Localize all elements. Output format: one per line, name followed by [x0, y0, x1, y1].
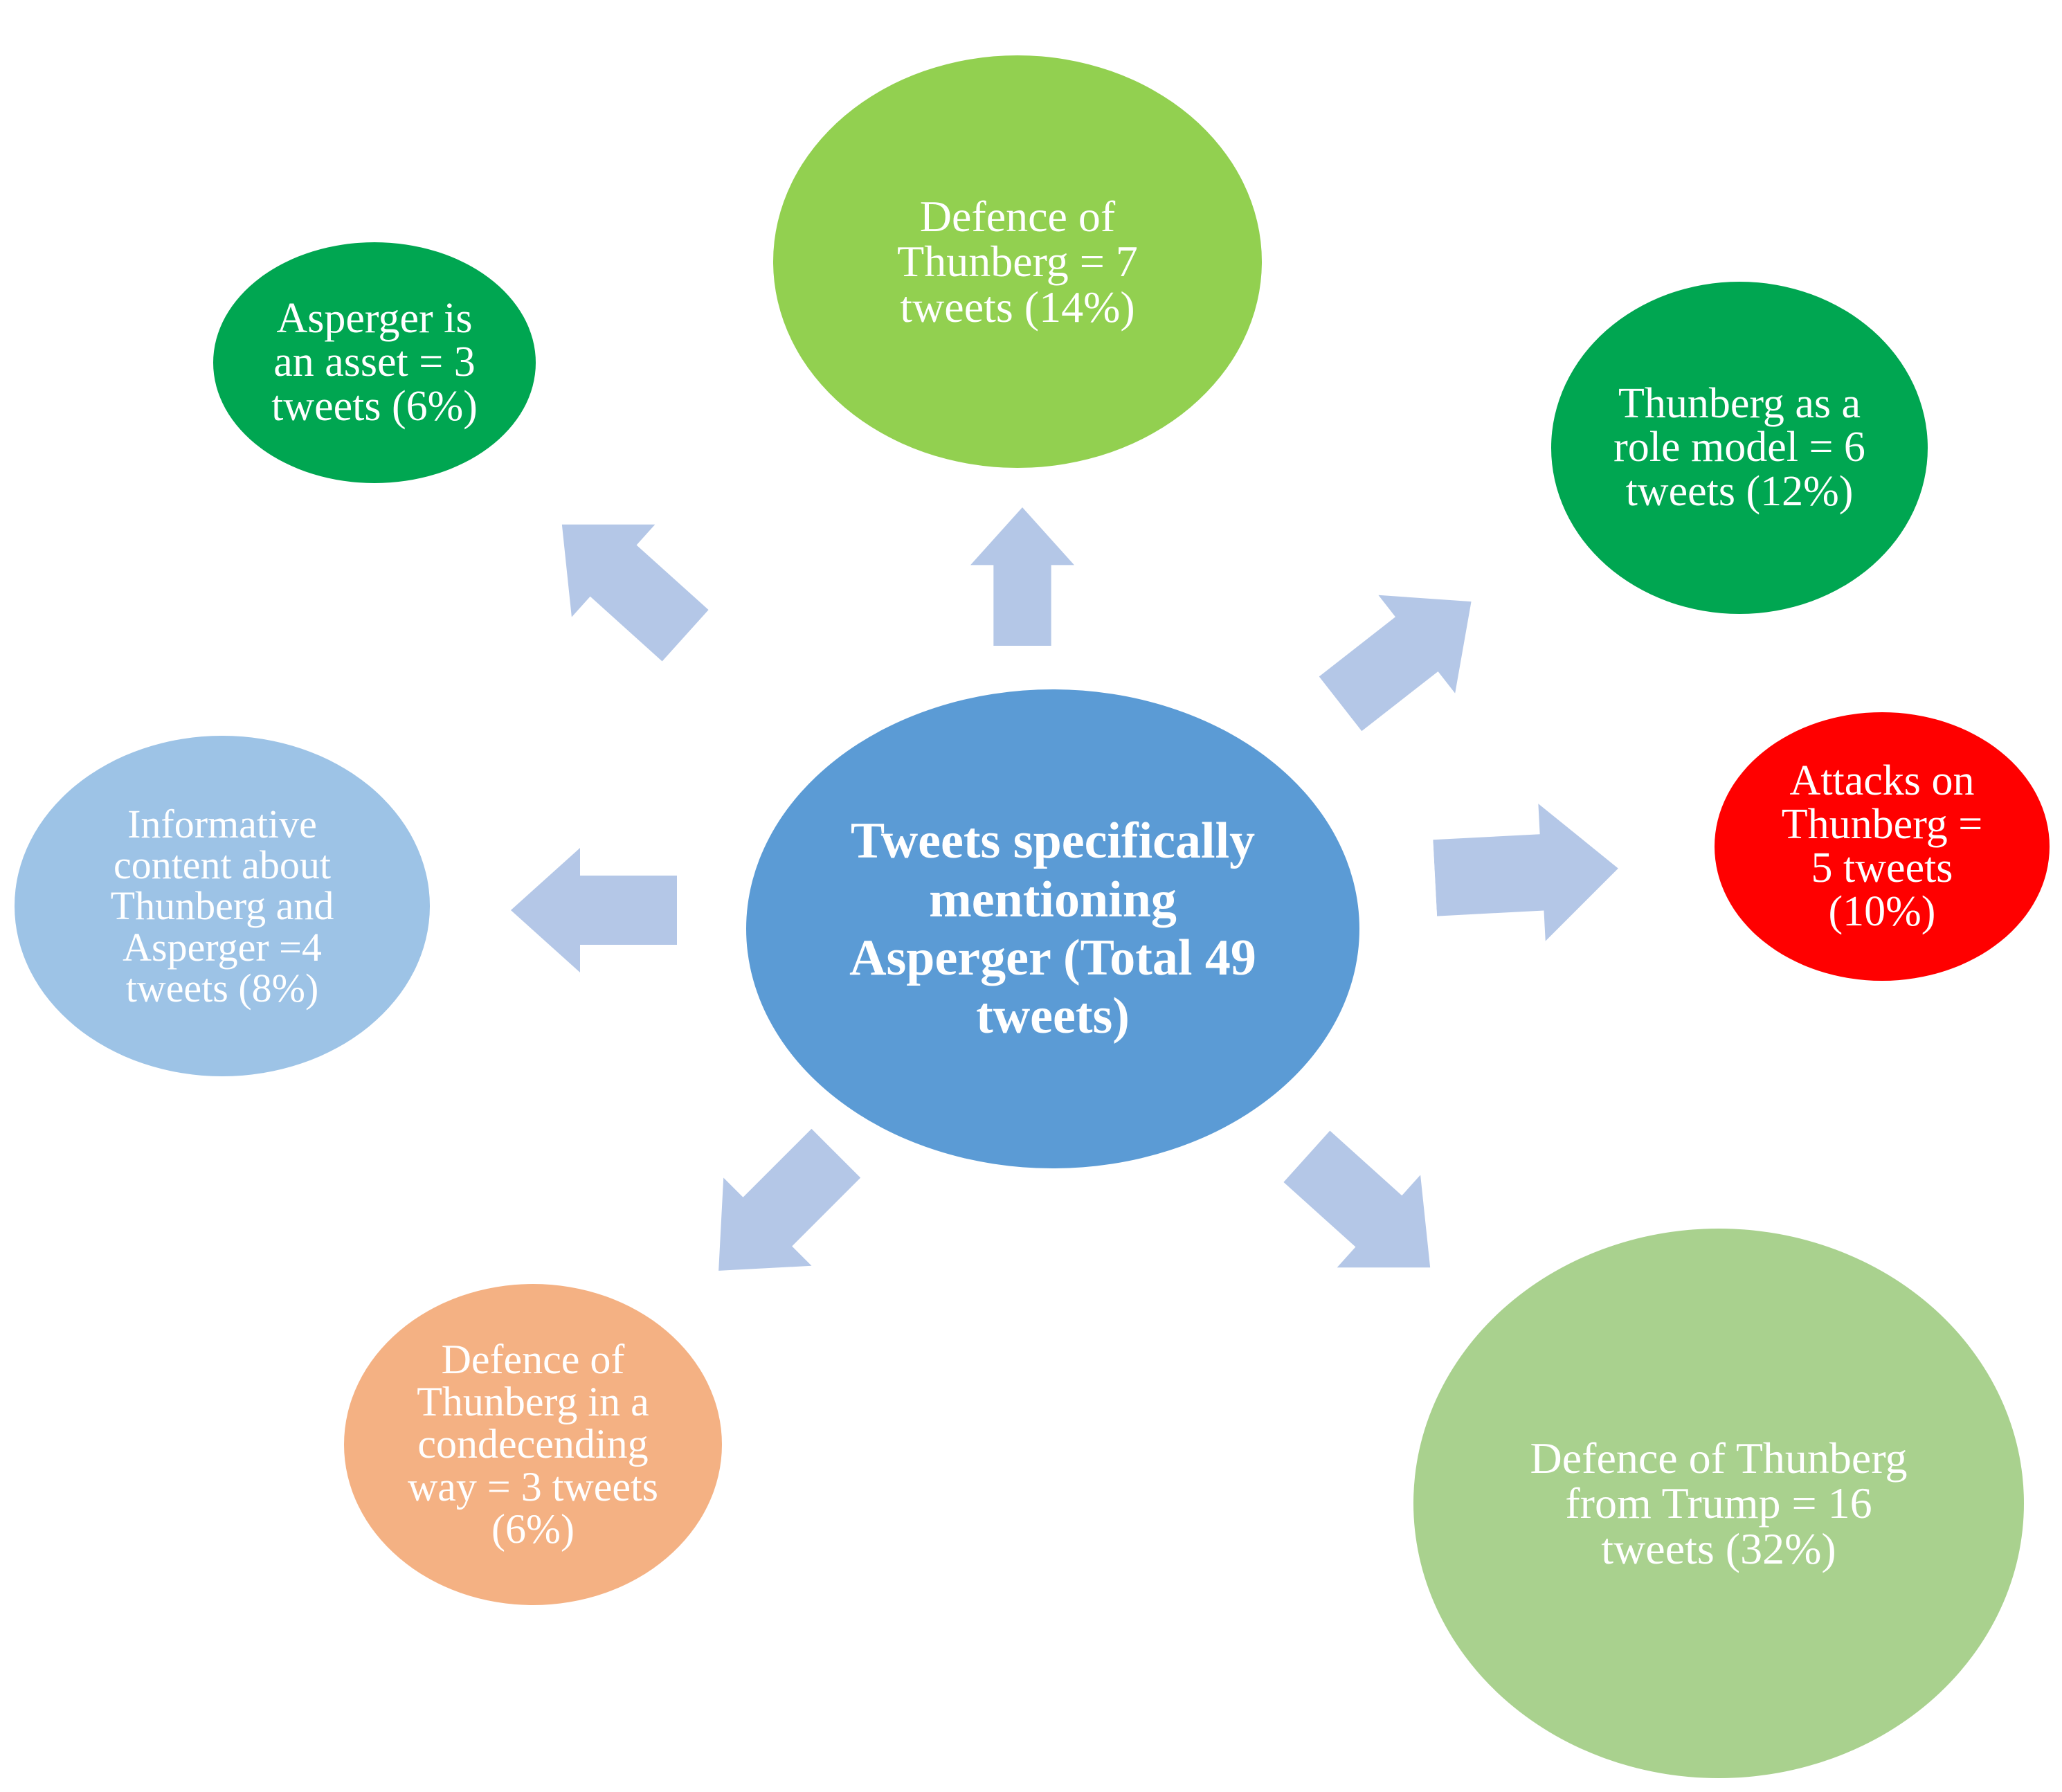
arrow-to-role-model	[1319, 595, 1472, 732]
bubble-asperger-asset: Asperger is an asset = 3 tweets (6%)	[213, 242, 536, 483]
arrow-to-trump	[1283, 1130, 1431, 1268]
arrow-to-defence	[970, 507, 1074, 646]
center-bubble: Tweets specifically mentioning Asperger …	[746, 689, 1359, 1168]
arrow-to-informative	[511, 848, 677, 972]
bubble-asperger-asset-label: Asperger is an asset = 3 tweets (6%)	[271, 295, 478, 430]
arrow-to-attacks	[1433, 804, 1618, 941]
arrow-to-asset	[561, 524, 709, 662]
bubble-condescending-defence: Defence of Thunberg in a condecending wa…	[344, 1284, 722, 1605]
bubble-attacks: Attacks on Thunberg = 5 tweets (10%)	[1715, 712, 2050, 981]
bubble-condescending-defence-label: Defence of Thunberg in a condecending wa…	[407, 1337, 659, 1552]
bubble-informative-content-label: Informative content about Thunberg and A…	[110, 802, 334, 1011]
bubble-defence-of-thunberg-label: Defence of Thunberg = 7 tweets (14%)	[897, 192, 1138, 332]
bubble-attacks-label: Attacks on Thunberg = 5 tweets (10%)	[1781, 757, 1983, 936]
bubble-defence-from-trump: Defence of Thunberg from Trump = 16 twee…	[1413, 1229, 2024, 1778]
bubble-role-model-label: Thunberg as a role model = 6 tweets (12%…	[1613, 380, 1865, 515]
bubble-defence-from-trump-label: Defence of Thunberg from Trump = 16 twee…	[1530, 1433, 1908, 1573]
arrow-to-condescending	[718, 1128, 861, 1271]
bubble-role-model: Thunberg as a role model = 6 tweets (12%…	[1551, 282, 1928, 614]
center-bubble-label: Tweets specifically mentioning Asperger …	[849, 813, 1256, 1045]
bubble-informative-content: Informative content about Thunberg and A…	[15, 736, 430, 1076]
bubble-defence-of-thunberg: Defence of Thunberg = 7 tweets (14%)	[773, 55, 1262, 468]
